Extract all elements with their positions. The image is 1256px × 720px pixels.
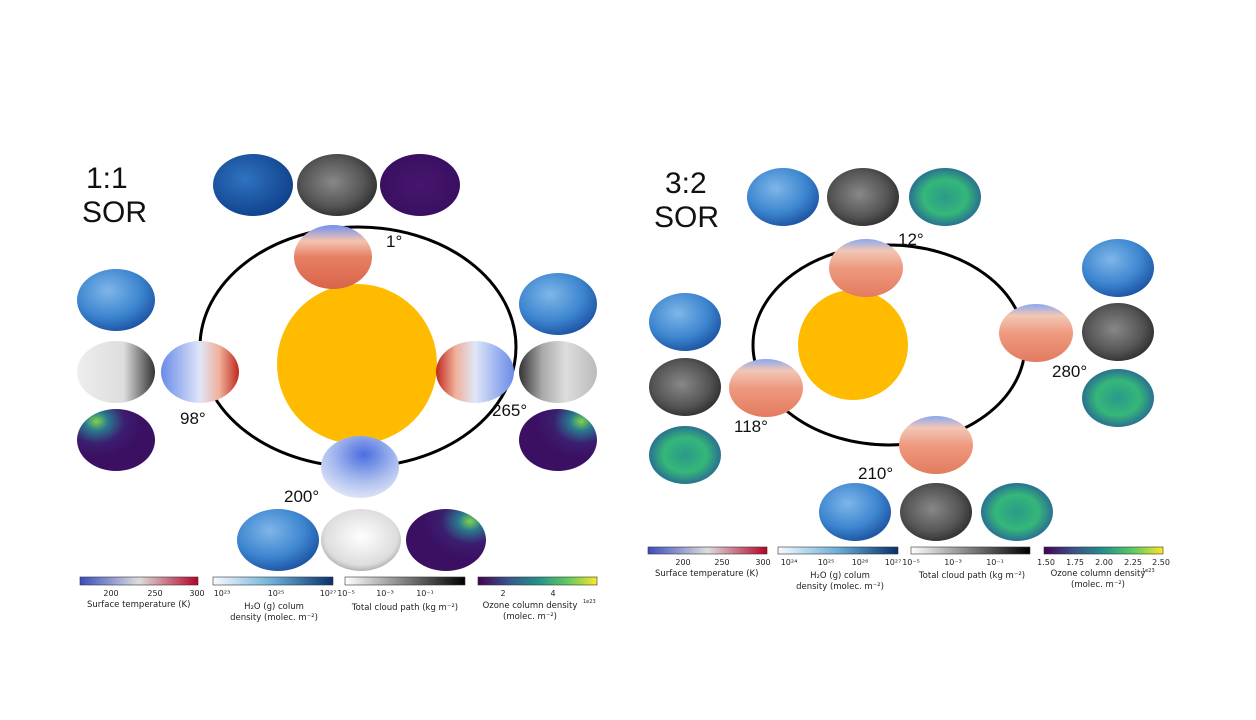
- map-left-cloud: [77, 341, 155, 403]
- map-right-ozone: [1082, 369, 1154, 427]
- tick: 4: [550, 589, 555, 598]
- planet-200deg: [321, 436, 399, 498]
- map-top-cloud: [297, 154, 377, 216]
- map-top-ozone: [909, 168, 981, 226]
- orbit-label: 280°: [1052, 362, 1087, 381]
- tick: 10⁻⁵: [902, 558, 920, 567]
- tick: 2.50: [1152, 558, 1170, 567]
- colorbar-label: Ozone column density: [1051, 569, 1146, 579]
- tick: 10⁻³: [376, 589, 394, 598]
- tick: 2: [500, 589, 505, 598]
- colorbar-label: (molec. m⁻²): [1071, 580, 1125, 590]
- tick: 300: [755, 558, 770, 567]
- tick: 2.00: [1095, 558, 1113, 567]
- map-top-h2o: [213, 154, 293, 216]
- planet-98deg: [161, 341, 239, 403]
- map-left-ozone: [77, 409, 155, 471]
- colorbar-label: Ozone column density: [483, 601, 578, 611]
- tick: 200: [675, 558, 690, 567]
- map-right-ozone: [519, 409, 597, 471]
- tick: 200: [103, 589, 118, 598]
- map-bottom-h2o: [819, 483, 891, 541]
- colorbar-label: H₂O (g) colum: [810, 571, 870, 581]
- map-left-cloud: [649, 358, 721, 416]
- star: [798, 290, 908, 400]
- panel-1-1-sor: 1:1 SOR 1° 98° 265° 200° 200 250 300 Sur…: [77, 154, 598, 623]
- tick: 10²⁷: [885, 558, 902, 567]
- colorbar-label: Total cloud path (kg m⁻²): [918, 571, 1025, 581]
- orbit-label: 1°: [386, 232, 402, 251]
- map-bottom-cloud: [900, 483, 972, 541]
- colorbar-label: (molec. m⁻²): [503, 612, 557, 622]
- map-right-h2o: [519, 273, 597, 335]
- tick: 10⁻¹: [416, 589, 434, 598]
- tick: 1.50: [1037, 558, 1055, 567]
- tick: 250: [147, 589, 162, 598]
- map-bottom-ozone: [406, 509, 486, 571]
- orbit-label: 200°: [284, 487, 319, 506]
- planet-12deg: [829, 239, 903, 297]
- colorbar-label: density (molec. m⁻²): [230, 613, 318, 623]
- tick: 250: [714, 558, 729, 567]
- star: [277, 284, 437, 444]
- tick: 10²⁵: [268, 589, 285, 598]
- panel-title-sor: SOR: [654, 201, 719, 234]
- colorbar-offset: 1e23: [1142, 568, 1155, 574]
- panel-title-sor: SOR: [82, 196, 147, 229]
- colorbar-label: H₂O (g) colum: [244, 602, 304, 612]
- map-top-ozone: [380, 154, 460, 216]
- tick: 1.75: [1066, 558, 1084, 567]
- map-right-cloud: [1082, 303, 1154, 361]
- map-left-h2o: [649, 293, 721, 351]
- panel-title-ratio: 3:2: [665, 167, 707, 200]
- orbit-label: 210°: [858, 464, 893, 483]
- map-right-h2o: [1082, 239, 1154, 297]
- map-bottom-h2o: [237, 509, 319, 571]
- tick: 10²³: [214, 589, 231, 598]
- map-left-ozone: [649, 426, 721, 484]
- colorbar-h2o: [777, 546, 899, 555]
- tick: 10⁻¹: [986, 558, 1004, 567]
- tick: 300: [189, 589, 204, 598]
- map-top-h2o: [747, 168, 819, 226]
- colorbar-temperature: [79, 576, 199, 586]
- colorbar-label: Surface temperature (K): [655, 569, 758, 579]
- orbit-label: 98°: [180, 409, 206, 428]
- planet-210deg: [899, 416, 973, 474]
- tick: 10⁻³: [944, 558, 962, 567]
- planet-118deg: [729, 359, 803, 417]
- planet-1deg: [294, 225, 372, 289]
- map-bottom-cloud: [321, 509, 401, 571]
- tick: 2.25: [1124, 558, 1142, 567]
- tick: 10²⁴: [781, 558, 798, 567]
- tick: 10²⁷: [320, 589, 337, 598]
- colorbar-label: Surface temperature (K): [87, 600, 190, 610]
- colorbar-label: Total cloud path (kg m⁻²): [351, 603, 458, 613]
- map-bottom-ozone: [981, 483, 1053, 541]
- panel-title-ratio: 1:1: [86, 162, 128, 195]
- colorbar-offset: 1e23: [583, 599, 596, 605]
- planet-280deg: [999, 304, 1073, 362]
- map-left-h2o: [77, 269, 155, 331]
- colorbar-cloud: [910, 546, 1031, 555]
- colorbar-ozone: [1043, 546, 1164, 555]
- panel-3-2-sor: 3:2 SOR 12° 280° 118° 210° 200 250 300 S…: [647, 167, 1170, 592]
- tick: 10⁻⁵: [337, 589, 355, 598]
- colorbar-label: density (molec. m⁻²): [796, 582, 884, 592]
- map-right-cloud: [519, 341, 597, 403]
- tick: 10²⁵: [818, 558, 835, 567]
- colorbar-h2o: [212, 576, 334, 586]
- colorbar-temperature: [647, 546, 768, 555]
- colorbar-ozone: [477, 576, 598, 586]
- orbit-label: 12°: [898, 230, 924, 249]
- planet-265deg: [436, 341, 514, 403]
- tick: 10²⁶: [852, 558, 869, 567]
- colorbar-cloud: [344, 576, 466, 586]
- orbit-label: 118°: [734, 417, 768, 436]
- map-top-cloud: [827, 168, 899, 226]
- orbit-label: 265°: [492, 401, 527, 420]
